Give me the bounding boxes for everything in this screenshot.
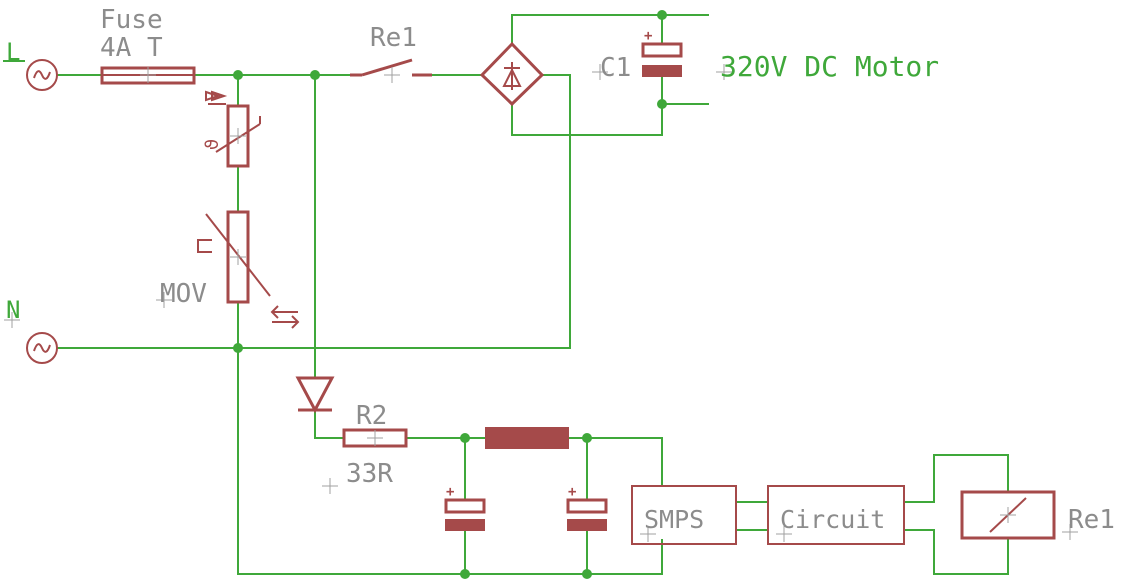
svg-text:ϑ: ϑ	[202, 139, 223, 150]
varistor-mov: MOV	[156, 210, 300, 329]
smps-block: SMPS	[631, 485, 737, 545]
wire-diode-to-r2	[314, 411, 345, 439]
junction-dot	[310, 70, 320, 80]
capacitor-c1: + C1	[592, 28, 683, 83]
terminal-neutral-label: N	[6, 296, 20, 324]
wire-circuit-coil-upper	[903, 454, 1009, 503]
junction-dot	[657, 10, 667, 20]
motor-label: 320V DC Motor	[720, 50, 939, 83]
polarity-plus: +	[446, 484, 454, 500]
junction-dot	[460, 433, 470, 443]
relay-coil: Re1	[960, 490, 1115, 540]
terminal-neutral: N	[4, 296, 58, 364]
junction-dot	[657, 99, 667, 109]
terminal-line: L	[3, 38, 58, 91]
wire-bridge-right-to-neutral	[237, 74, 571, 349]
polarity-plus: +	[644, 28, 652, 44]
fuse-name-label: Fuse	[100, 5, 163, 35]
junction-dot	[233, 343, 243, 353]
varistor-label: MOV	[160, 279, 207, 309]
filter-capacitor-2: +	[566, 484, 608, 531]
circuit-label: Circuit	[780, 505, 885, 534]
fuse: Fuse 4A T	[100, 5, 196, 85]
wire-bridge-top	[511, 14, 709, 45]
wire-neutral-down	[237, 347, 663, 575]
junction-dot	[460, 569, 470, 579]
smps-label: SMPS	[644, 505, 704, 534]
junctions	[233, 10, 667, 579]
diode	[295, 376, 335, 414]
circuit-block: Circuit	[767, 485, 905, 545]
terminal-line-label: L	[6, 38, 20, 66]
wire-bridge-bottom	[511, 103, 663, 136]
resistor-r2-value: 33R	[346, 459, 393, 489]
ntc-thermistor: ϑ	[202, 90, 261, 168]
wire-choke-to-smps	[567, 437, 663, 487]
polarity-plus: +	[568, 484, 576, 500]
relay-coil-label: Re1	[1068, 505, 1115, 535]
inductor	[485, 427, 569, 449]
junction-dot	[233, 70, 243, 80]
relay-contact: Re1	[350, 23, 432, 83]
capacitor-c1-label: C1	[600, 53, 631, 83]
motor-output: 320V DC Motor	[716, 50, 939, 83]
junction-dot	[582, 433, 592, 443]
resistor-r2-name: R2	[356, 401, 387, 431]
wires	[57, 14, 1009, 575]
fuse-value-label: 4A T	[100, 33, 163, 63]
relay-contact-label: Re1	[370, 23, 417, 53]
resistor-r2: R2 33R	[322, 401, 408, 494]
bridge-rectifier	[479, 41, 545, 107]
wire-circuit-coil-lower	[903, 529, 1009, 575]
junction-dot	[582, 569, 592, 579]
filter-capacitor-1: +	[444, 484, 486, 531]
